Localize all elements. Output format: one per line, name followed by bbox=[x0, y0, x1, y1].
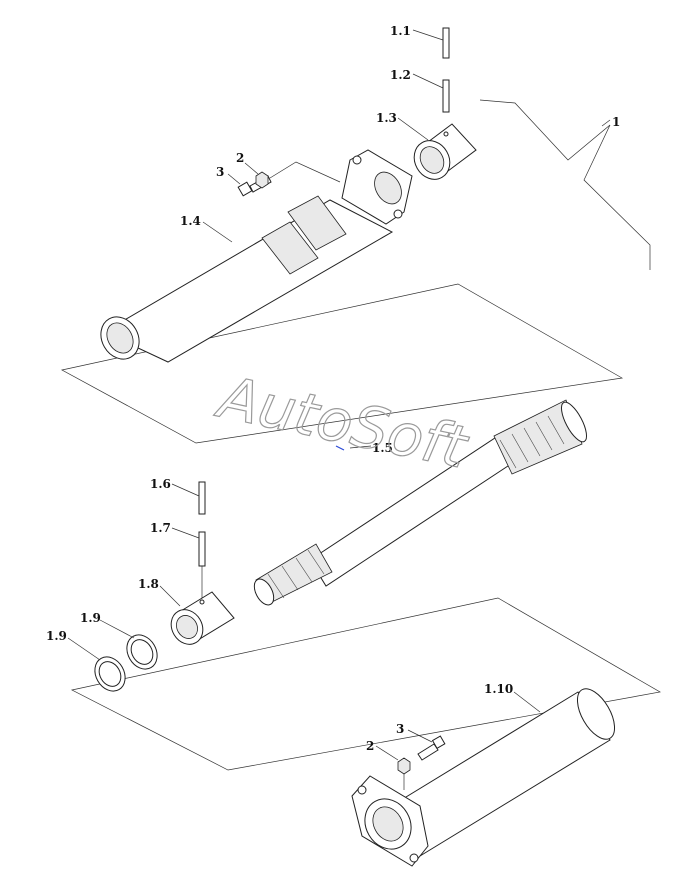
callout-1-5: 1.5 bbox=[372, 441, 393, 455]
coupling-1-8 bbox=[170, 591, 235, 645]
callout-3-lower: 3 bbox=[396, 722, 404, 736]
callout-1-8: 1.8 bbox=[138, 577, 159, 591]
washer-1-9-outer bbox=[94, 656, 126, 692]
bolt-3-lower bbox=[417, 735, 446, 761]
washer-1-9-inner bbox=[126, 634, 158, 670]
callout-1-3: 1.3 bbox=[376, 111, 397, 125]
callout-2-upper: 2 bbox=[236, 151, 244, 165]
assembly-plane-lower bbox=[70, 597, 661, 771]
nut-2-lower bbox=[397, 757, 411, 775]
leader-lines bbox=[67, 29, 611, 761]
callout-1: 1 bbox=[612, 115, 620, 129]
coupling-1-3 bbox=[413, 123, 477, 180]
callout-1-6: 1.6 bbox=[150, 477, 171, 491]
watermark: AutoSoft bbox=[210, 362, 475, 482]
shaft-1-5 bbox=[253, 399, 588, 606]
tube-1-10 bbox=[387, 688, 616, 857]
bolt-axis-upper bbox=[269, 161, 341, 183]
callout-1-9-outer: 1.9 bbox=[46, 629, 67, 643]
pin-1-2 bbox=[442, 79, 450, 113]
callout-1-4: 1.4 bbox=[180, 214, 201, 228]
callout-1-10: 1.10 bbox=[484, 682, 513, 696]
pin-1-1 bbox=[442, 27, 450, 59]
tube-1-4 bbox=[100, 195, 394, 363]
pin-1-7 bbox=[198, 531, 206, 567]
callout-1-1: 1.1 bbox=[390, 24, 411, 38]
callout-1-9-inner: 1.9 bbox=[80, 611, 101, 625]
callout-3-upper: 3 bbox=[216, 165, 224, 179]
callout-2-lower: 2 bbox=[366, 739, 374, 753]
group-bracket-1 bbox=[479, 99, 651, 270]
assembly-plane-upper bbox=[61, 283, 624, 444]
pin-1-6 bbox=[198, 481, 206, 515]
flange-upper bbox=[341, 149, 413, 225]
nut-2-upper bbox=[255, 171, 269, 189]
callout-1-2: 1.2 bbox=[390, 68, 411, 82]
callout-1-7: 1.7 bbox=[150, 521, 171, 535]
flange-lower bbox=[351, 775, 429, 867]
